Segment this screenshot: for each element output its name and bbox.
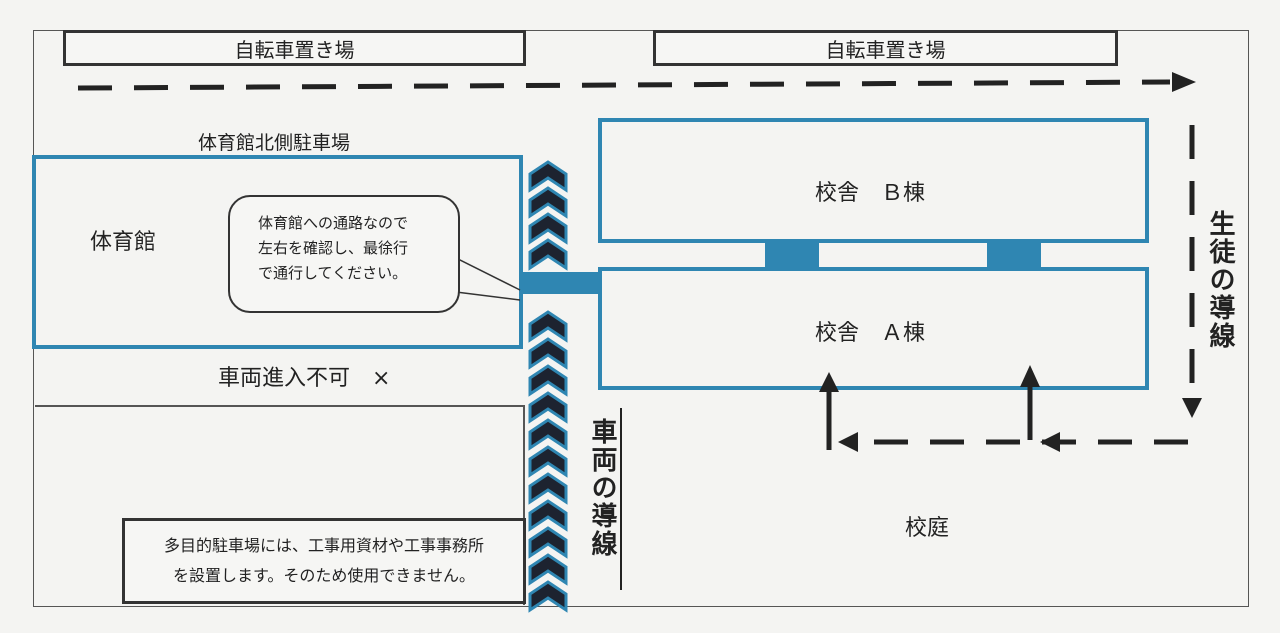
arrow-right-icon — [1172, 72, 1196, 92]
arrow-up-icon — [1020, 365, 1040, 387]
bubble-line: で通行してください。 — [258, 264, 408, 282]
bubble-line: 左右を確認し、最徐行 — [258, 239, 409, 257]
bike-parking-left-label: 自転車置き場 — [234, 37, 355, 62]
building-b-label: 校舎 Ｂ棟 — [815, 181, 926, 206]
chevron-up-icon — [528, 238, 568, 271]
chevron-up-icon — [528, 364, 568, 397]
notice-line: 多目的駐車場には、工事用資材や工事事務所 — [163, 536, 484, 555]
gym-north-parking-label: 体育館北側駐車場 — [198, 132, 351, 154]
chevron-up-icon — [528, 337, 568, 370]
connector-left — [765, 240, 819, 270]
multipurpose-parking — [35, 405, 525, 605]
chevron-up-icon — [528, 391, 568, 424]
building-b — [598, 118, 1149, 243]
bike-parking-right: 自転車置き場 — [653, 30, 1118, 66]
chevron-up-icon — [528, 445, 568, 478]
connector-right — [987, 240, 1041, 270]
chevron-up-icon — [528, 186, 568, 219]
parking-notice: 多目的駐車場には、工事用資材や工事事務所 を設置します。そのため使用できません。 — [122, 518, 526, 604]
chevron-up-icon — [528, 499, 568, 532]
gym-label: 体育館 — [90, 230, 157, 255]
gymnasium — [32, 155, 523, 349]
building-a-label: 校舎 Ａ棟 — [815, 321, 926, 346]
bubble-line: 体育館への通路なので — [258, 214, 409, 232]
arrow-up-icon — [819, 372, 839, 392]
chevron-up-icon — [528, 472, 568, 505]
chevron-up-icon — [528, 580, 568, 613]
chevron-up-icon — [528, 212, 568, 245]
bike-parking-right-label: 自転車置き場 — [825, 37, 946, 62]
arrow-down-icon — [1182, 398, 1202, 418]
bike-parking-left: 自転車置き場 — [63, 30, 526, 66]
no-vehicle-label: 車両進入不可 × — [218, 366, 391, 391]
chevron-up-icon — [528, 418, 568, 451]
building-a — [598, 267, 1149, 390]
chevron-up-icon — [528, 310, 568, 343]
courtyard-label: 校庭 — [905, 516, 950, 541]
chevron-up-icon — [528, 526, 568, 559]
arrow-left-icon — [1040, 432, 1060, 452]
chevron-up-icon — [528, 160, 568, 193]
arrow-left-icon — [838, 432, 858, 452]
gym-passage — [520, 272, 602, 294]
caution-bubble: 体育館への通路なので 左右を確認し、最徐行 で通行してください。 — [228, 195, 460, 313]
student-route-label: 生徒の導線 — [1205, 210, 1235, 350]
notice-line: を設置します。そのため使用できません。 — [173, 566, 475, 585]
vehicle-route-label: 車両の導線 — [587, 418, 617, 558]
chevron-up-icon — [528, 553, 568, 586]
student-route-top — [77, 79, 1171, 91]
